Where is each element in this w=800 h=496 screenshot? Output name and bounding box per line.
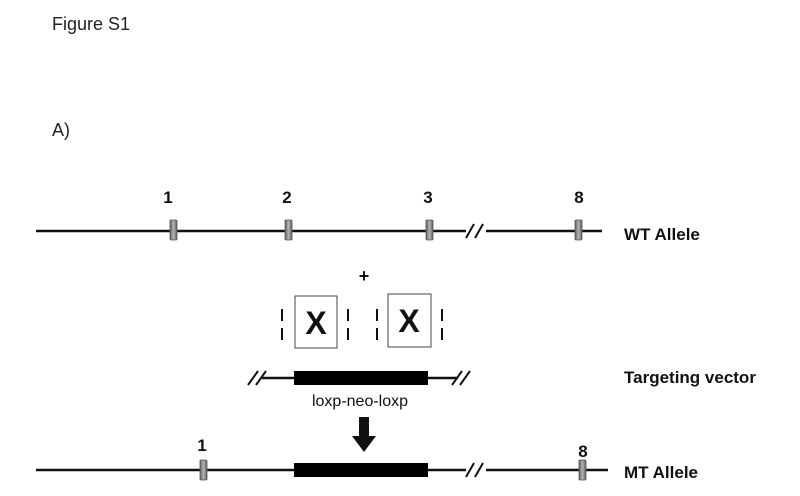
targeting-vector-label: Targeting vector xyxy=(624,368,756,387)
crossover-left: X xyxy=(281,295,349,349)
mt-exon-8-label: 8 xyxy=(578,442,587,461)
plus-sign: + xyxy=(359,266,370,286)
panel-label: A) xyxy=(52,120,70,140)
vector-break-left xyxy=(247,370,267,386)
wt-exon-3 xyxy=(425,219,434,241)
wt-break-mark xyxy=(465,223,484,239)
mt-neo-cassette xyxy=(294,463,428,477)
figure-title: Figure S1 xyxy=(52,14,131,34)
vector-break-right xyxy=(451,370,471,386)
crossover-box-right xyxy=(387,293,432,348)
mt-exon-8 xyxy=(578,459,587,481)
crossover-right: X xyxy=(376,293,443,348)
neo-cassette xyxy=(294,371,428,385)
wt-exon-8-label: 8 xyxy=(574,188,583,207)
wt-exon-8 xyxy=(574,219,583,241)
mt-exon-1 xyxy=(199,459,208,481)
wt-exon-1 xyxy=(169,219,178,241)
wt-exon-2-label: 2 xyxy=(282,188,291,207)
mt-allele-label: MT Allele xyxy=(624,463,698,482)
wt-exon-1-label: 1 xyxy=(163,188,172,207)
crossover-box-left xyxy=(294,295,338,349)
wt-allele-label: WT Allele xyxy=(624,225,700,244)
wt-exon-3-label: 3 xyxy=(423,188,432,207)
mt-exon-1-label: 1 xyxy=(197,436,206,455)
targeting-vector: loxp-neo-loxp Targeting vector xyxy=(247,368,756,410)
wt-allele: 1 2 3 8 WT Allele xyxy=(36,188,700,244)
cassette-label: loxp-neo-loxp xyxy=(312,393,408,410)
crossover-x-right: X xyxy=(398,303,420,339)
down-arrow-icon xyxy=(352,417,376,452)
mt-break-mark xyxy=(465,462,484,478)
crossover-x-left: X xyxy=(305,305,327,341)
wt-exon-2 xyxy=(284,219,293,241)
mt-allele: 1 8 MT Allele xyxy=(36,436,698,482)
